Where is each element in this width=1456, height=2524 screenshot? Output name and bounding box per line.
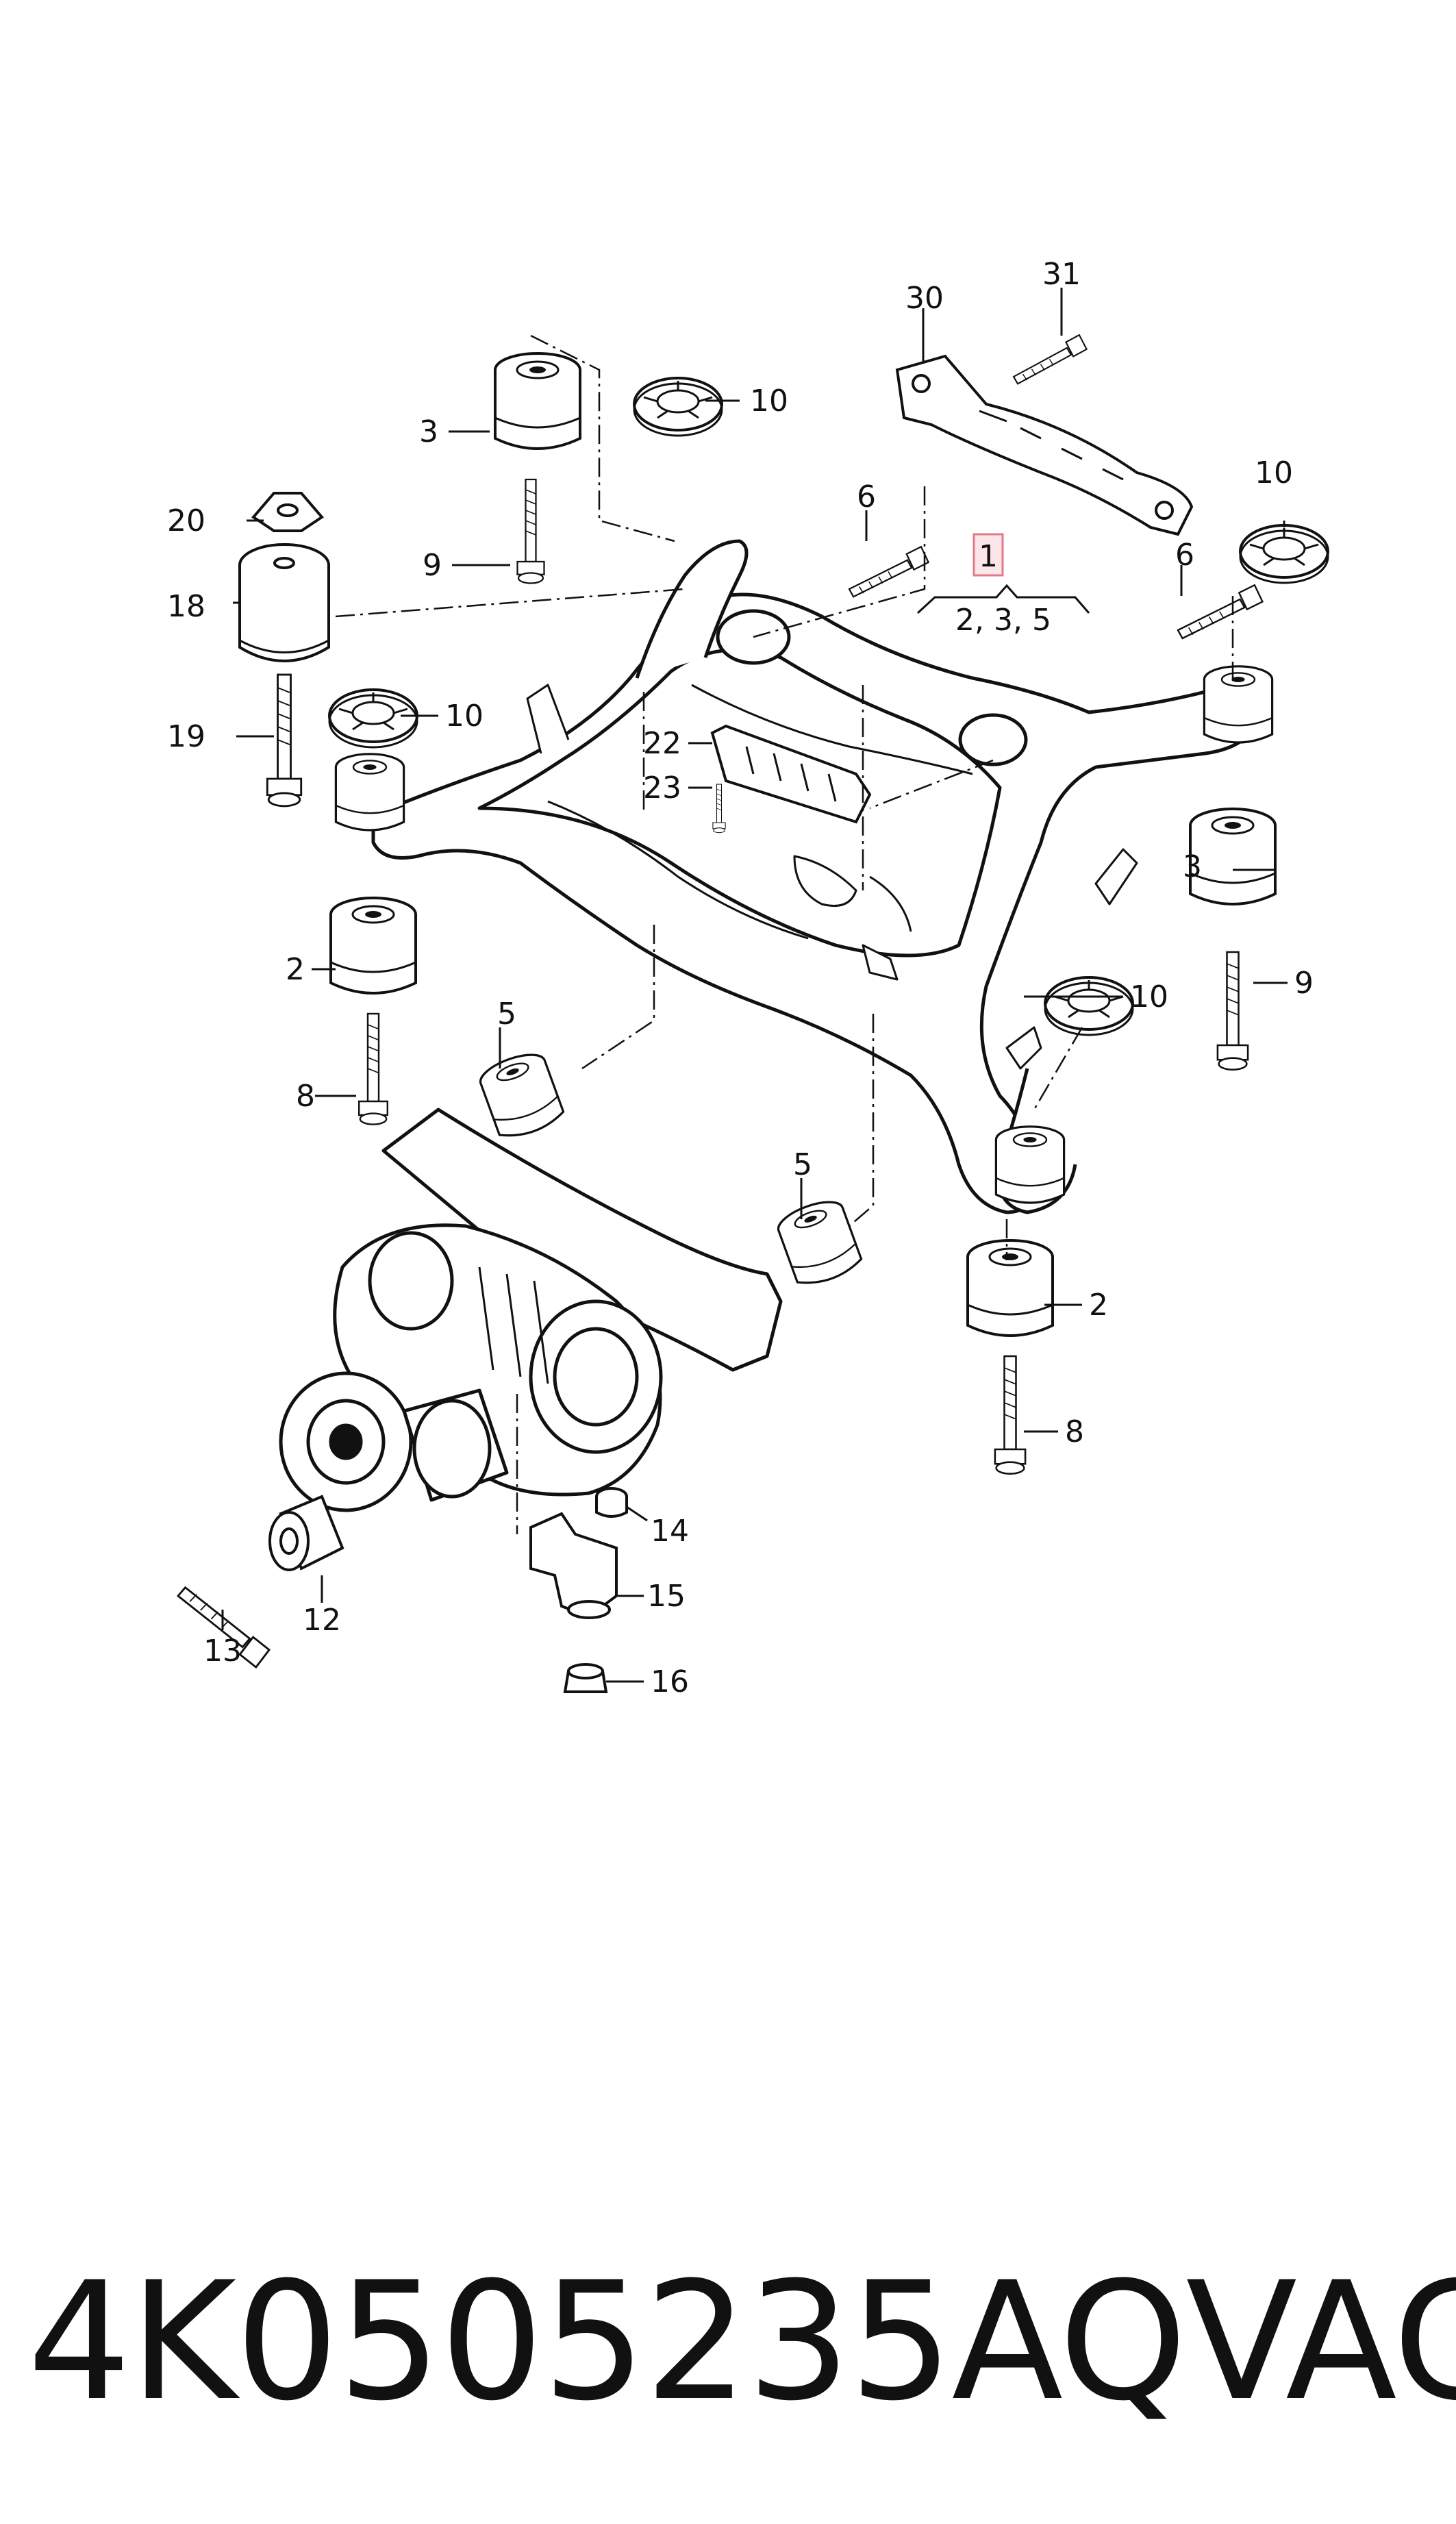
final-drive-housing	[279, 1108, 783, 1512]
callout-16: 16	[651, 1664, 689, 1699]
bushing-3-left	[494, 352, 581, 450]
rubber-mount-15	[529, 1512, 618, 1619]
callout-5-left: 5	[497, 997, 516, 1032]
bolt-9-left	[516, 478, 545, 584]
callout-2-3-5: 2, 3, 5	[955, 603, 1051, 638]
callout-5-right: 5	[793, 1147, 812, 1182]
callout-8-left: 8	[296, 1079, 315, 1114]
callout-31: 31	[1042, 257, 1081, 292]
bolt-8-left	[358, 1012, 388, 1125]
bushing-5-left	[475, 1047, 568, 1144]
reinforcement-bracket	[895, 354, 1194, 536]
callout-3-left: 3	[419, 414, 438, 449]
part-number: 4K0505235AQ	[27, 2247, 1187, 2437]
washer-10-right-rear	[1044, 976, 1134, 1036]
subframe-mount-right-front	[1203, 665, 1274, 744]
callout-3-right: 3	[1183, 849, 1202, 884]
bolt-6-right	[1172, 583, 1267, 640]
leader-lines	[221, 288, 1288, 1683]
subframe-mount-right-rear	[994, 1125, 1066, 1204]
callout-8-right: 8	[1065, 1414, 1084, 1449]
callout-labels: 1 2, 3, 5 30 31 10 6 6 10 3 9 20 18 19 1…	[167, 257, 1314, 1699]
nut-20	[251, 492, 324, 532]
bolt-19	[266, 673, 303, 808]
damper-mount-18	[238, 543, 330, 662]
callout-10-right-rear: 10	[1130, 979, 1168, 1014]
callout-20: 20	[167, 503, 205, 538]
part-footer: 4K0505235AQ VAG	[27, 2240, 1456, 2445]
nut-14	[595, 1487, 628, 1518]
callout-22: 22	[643, 726, 681, 761]
callout-6-left: 6	[857, 479, 876, 514]
callout-2-right: 2	[1089, 1288, 1108, 1323]
subframe-mount-left-rear	[334, 753, 405, 832]
bolt-31	[1007, 333, 1092, 386]
callout-10-right-front: 10	[1255, 455, 1293, 490]
brand-name: VAG	[1185, 2247, 1456, 2437]
callout-13: 13	[203, 1634, 242, 1669]
callout-10-left-rear: 10	[445, 699, 484, 734]
washer-10-right-front	[1239, 524, 1329, 584]
callout-1: 1	[979, 539, 998, 574]
bracket-22	[710, 724, 872, 824]
callout-6-right: 6	[1175, 538, 1194, 573]
bolt-8-right	[994, 1355, 1027, 1475]
callout-9-left: 9	[423, 548, 442, 583]
bushing-5-right	[773, 1194, 866, 1291]
bolt-6-left	[844, 545, 933, 599]
callout-15: 15	[647, 1579, 686, 1614]
bushing-2-right	[966, 1239, 1054, 1337]
item-1-highlight	[972, 533, 1004, 577]
callout-30: 30	[905, 281, 944, 316]
callout-12: 12	[303, 1603, 341, 1638]
bushing-3-right	[1189, 808, 1277, 905]
callout-23: 23	[643, 771, 681, 805]
bushing-2-left	[329, 897, 417, 995]
washer-10-left-rear	[328, 688, 418, 749]
callout-19: 19	[167, 719, 205, 754]
nut-16	[563, 1663, 608, 1693]
callout-14: 14	[651, 1514, 689, 1549]
washer-10-left-front	[633, 377, 723, 437]
callout-18: 18	[167, 589, 205, 624]
callout-9-right: 9	[1294, 966, 1314, 1001]
assembly-lines	[335, 334, 1234, 1534]
callout-2-left: 2	[286, 952, 305, 987]
callout-10-left-front: 10	[750, 384, 788, 418]
bolt-9-right	[1216, 951, 1249, 1071]
bushing-12	[268, 1495, 344, 1571]
